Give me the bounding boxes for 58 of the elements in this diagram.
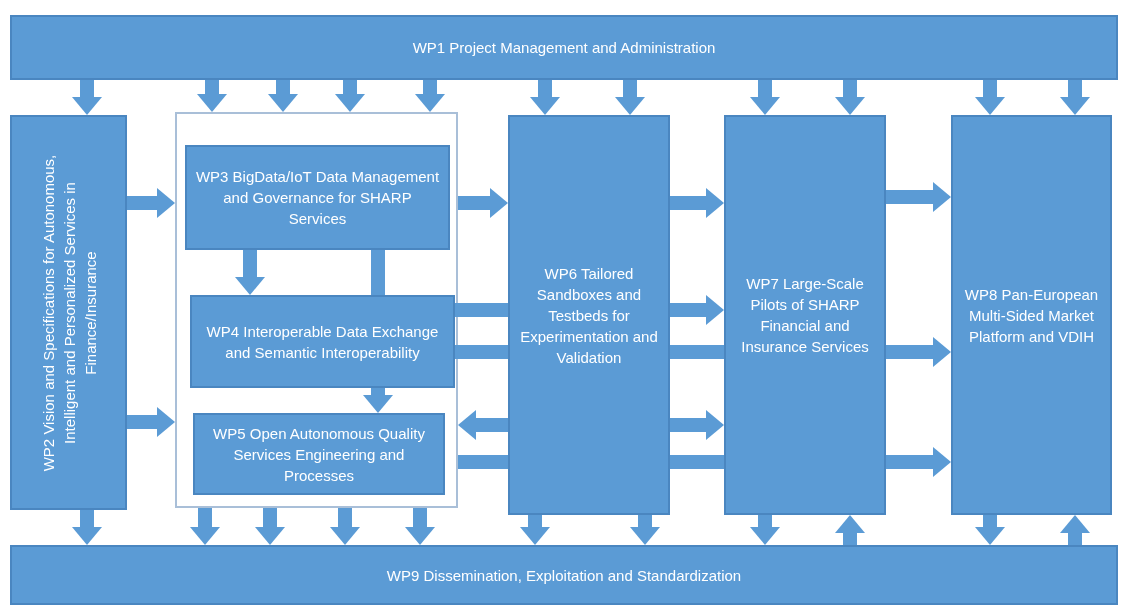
block-arrow — [127, 188, 175, 218]
block-arrow — [330, 508, 360, 545]
block-arrow — [405, 508, 435, 545]
work-package-box — [10, 115, 127, 510]
work-package-label: WP1 Project Management and Administration — [411, 38, 717, 58]
work-package-box — [185, 145, 450, 250]
connector-bar — [455, 345, 508, 359]
block-arrow — [750, 515, 780, 545]
block-arrow — [255, 508, 285, 545]
connector-bar — [458, 455, 508, 469]
block-arrow — [670, 295, 724, 325]
block-arrow — [458, 188, 508, 218]
work-package-label: WP4 Interoperable Data Exchange and Semantic Interoperability — [205, 321, 440, 363]
work-package-box — [951, 115, 1112, 515]
block-arrow — [127, 407, 175, 437]
block-arrow — [975, 80, 1005, 115]
block-arrow — [415, 80, 445, 112]
work-package-label: WP8 Pan-European Multi-Sided Market Platform and VDIH — [963, 284, 1100, 347]
group-frame — [175, 112, 458, 508]
block-arrow — [268, 80, 298, 112]
work-package-label: WP2 Vision and Specifications for Autonomous, Intelligent and Personalized Services in Finance/Insurance — [38, 153, 99, 473]
connector-bar — [455, 303, 508, 317]
block-arrow — [975, 515, 1005, 545]
block-arrow — [458, 410, 508, 440]
block-arrow — [235, 250, 265, 295]
block-arrow — [1060, 80, 1090, 115]
work-package-label: WP3 BigData/IoT Data Management and Governance for SHARP Services — [194, 167, 441, 229]
work-package-label: WP6 Tailored Sandboxes and Testbeds for Experimentation and Validation — [519, 263, 659, 368]
block-arrow — [363, 388, 393, 413]
block-arrow — [190, 508, 220, 545]
work-package-label: WP5 Open Autonomous Quality Services Engineering and Processes — [212, 423, 426, 486]
block-arrow — [670, 410, 724, 440]
connector-bar — [371, 250, 385, 295]
block-arrow — [886, 337, 951, 367]
block-arrow — [835, 515, 865, 545]
work-package-band — [10, 15, 1118, 80]
block-arrow — [530, 80, 560, 115]
block-arrow — [335, 80, 365, 112]
block-arrow — [72, 510, 102, 545]
connector-bar — [670, 345, 724, 359]
block-arrow — [72, 80, 102, 115]
block-arrow — [750, 80, 780, 115]
work-package-band — [10, 545, 1118, 605]
block-arrow — [630, 515, 660, 545]
block-arrow — [886, 447, 951, 477]
block-arrow — [197, 80, 227, 112]
work-package-label: WP9 Dissemination, Exploitation and Standardization — [385, 565, 743, 586]
block-arrow — [615, 80, 645, 115]
block-arrow — [835, 80, 865, 115]
work-package-box — [508, 115, 670, 515]
work-package-label: WP7 Large-Scale Pilots of SHARP Financial and Insurance Services — [740, 274, 870, 357]
work-package-box — [190, 295, 455, 388]
block-arrow — [520, 515, 550, 545]
block-arrow — [886, 182, 951, 212]
block-arrow — [1060, 515, 1090, 545]
work-package-box — [724, 115, 886, 515]
block-arrow — [670, 188, 724, 218]
work-package-box — [193, 413, 445, 495]
